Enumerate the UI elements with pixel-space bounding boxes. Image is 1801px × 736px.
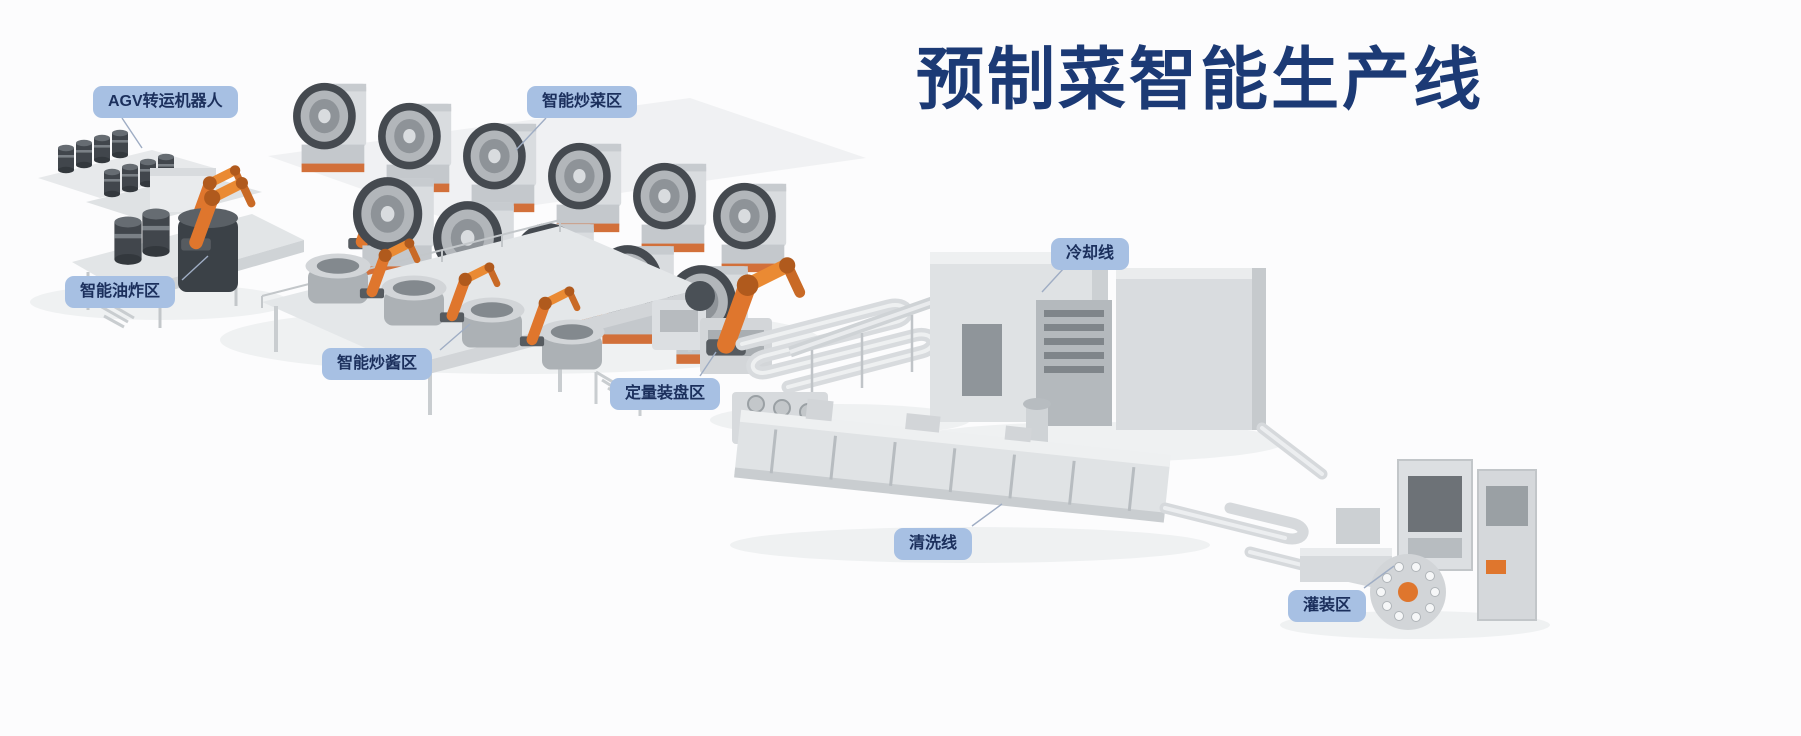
- zone-label-stirfry: 智能炒菜区: [527, 86, 638, 118]
- zone-label-frying: 智能油炸区: [65, 276, 176, 308]
- conveyor-bridge: [788, 294, 940, 398]
- page-title: 预制菜智能生产线: [916, 42, 1485, 118]
- zone-label-agv: AGV转运机器人: [93, 86, 238, 118]
- zone-label-cooling: 冷却线: [1051, 238, 1130, 270]
- zone-label-plating: 定量装盘区: [610, 378, 721, 410]
- filling-area: [1300, 459, 1537, 630]
- agv-area: [38, 129, 262, 228]
- label-pointer-lines: [121, 117, 1395, 589]
- cleaning-area: [732, 392, 1171, 523]
- zone-label-sauce: 智能炒酱区: [322, 348, 433, 380]
- cooling-area: [930, 252, 1266, 430]
- zone-label-filling: 灌装区: [1288, 590, 1367, 622]
- stirfry-area: [268, 82, 866, 364]
- zone-label-cleaning: 清洗线: [894, 528, 973, 560]
